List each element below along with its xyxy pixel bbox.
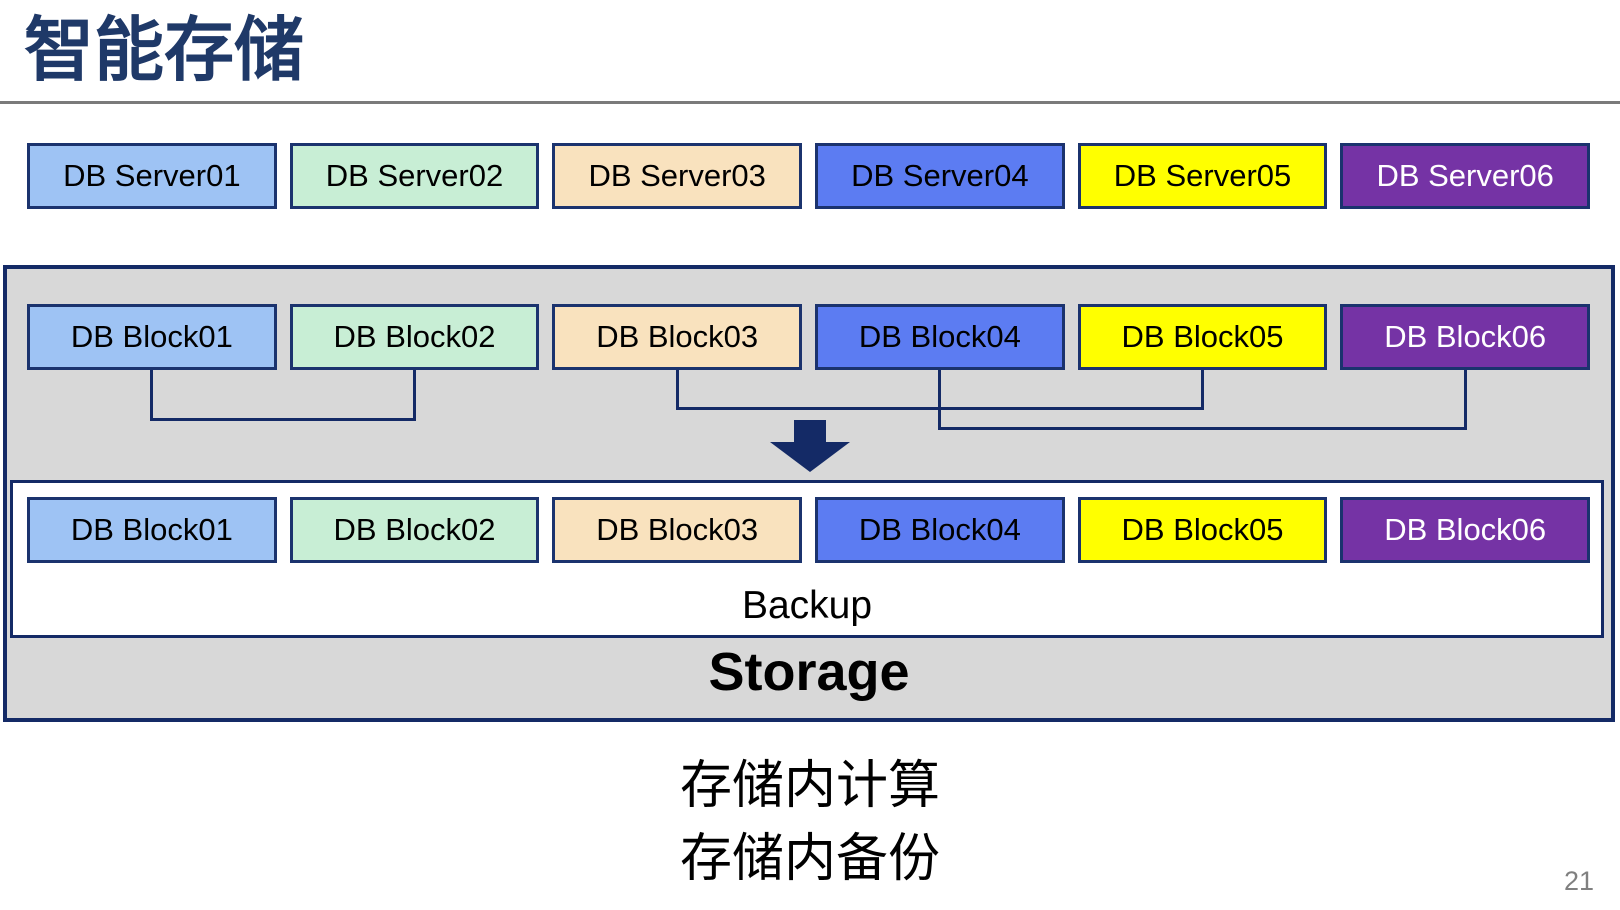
block-top-6: DB Block06: [1340, 304, 1591, 370]
caption: 存储内计算 存储内备份: [0, 750, 1620, 896]
connector-line: [938, 427, 1467, 430]
backup-label: Backup: [741, 584, 873, 627]
block-row-source: DB Block01 DB Block02 DB Block03 DB Bloc…: [27, 304, 1591, 370]
title-divider: [0, 101, 1620, 104]
server-box-1: DB Server01: [27, 143, 277, 209]
page-number: 21: [1563, 866, 1594, 896]
block-top-5: DB Block05: [1077, 304, 1328, 370]
connector-line: [676, 370, 679, 410]
block-top-3: DB Block03: [552, 304, 803, 370]
down-arrow-icon: [770, 420, 850, 472]
caption-line-1: 存储内计算: [679, 757, 940, 815]
block-bottom-6: DB Block06: [1340, 497, 1591, 563]
block-bottom-2: DB Block02: [289, 497, 540, 563]
connector-line: [1464, 370, 1467, 430]
connector-line: [938, 370, 941, 430]
block-bottom-1: DB Block01: [27, 497, 277, 563]
block-bottom-4: DB Block04: [815, 497, 1065, 563]
storage-label: Storage: [708, 642, 910, 702]
server-box-3: DB Server03: [552, 143, 803, 209]
server-box-6: DB Server06: [1340, 143, 1591, 209]
connector-line: [150, 370, 153, 421]
server-box-5: DB Server05: [1077, 143, 1328, 209]
server-row: DB Server01 DB Server02 DB Server03 DB S…: [27, 143, 1591, 209]
block-top-4: DB Block04: [815, 304, 1065, 370]
connector-line: [1201, 370, 1204, 410]
connector-line: [413, 370, 416, 421]
server-box-4: DB Server04: [815, 143, 1065, 209]
block-row-backup: DB Block01 DB Block02 DB Block03 DB Bloc…: [27, 497, 1591, 563]
block-bottom-5: DB Block05: [1077, 497, 1328, 563]
caption-line-2: 存储内备份: [679, 830, 940, 888]
block-top-1: DB Block01: [27, 304, 277, 370]
backup-box: DB Block01 DB Block02 DB Block03 DB Bloc…: [10, 480, 1604, 638]
storage-panel: DB Block01 DB Block02 DB Block03 DB Bloc…: [3, 265, 1615, 722]
block-top-2: DB Block02: [289, 304, 540, 370]
server-box-2: DB Server02: [289, 143, 540, 209]
slide-title: 智能存储: [24, 11, 304, 89]
connector-line: [150, 418, 416, 421]
block-bottom-3: DB Block03: [552, 497, 803, 563]
